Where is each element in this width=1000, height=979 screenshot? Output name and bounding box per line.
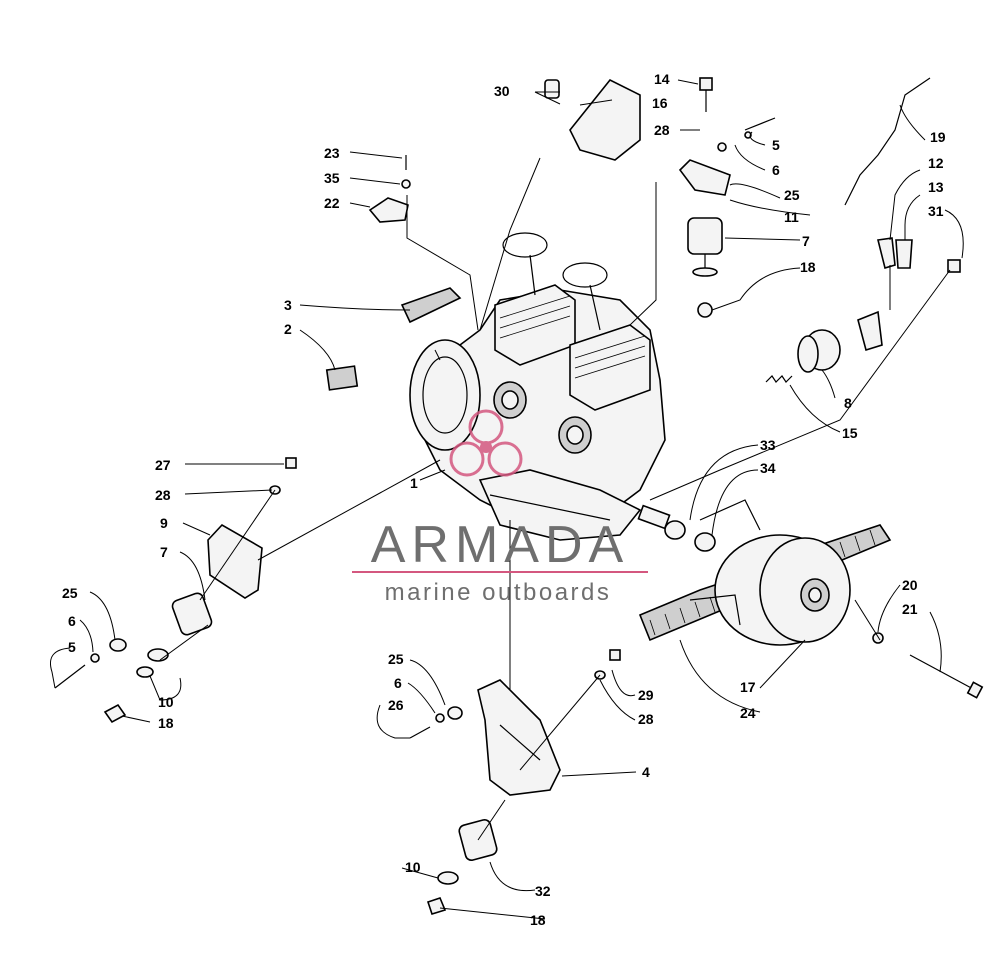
- callout-25-bottom: 25: [388, 651, 404, 667]
- callout-2: 2: [284, 321, 292, 337]
- callout-5-top: 5: [772, 137, 780, 153]
- callout-20: 20: [902, 577, 918, 593]
- callout-18-left: 18: [158, 715, 174, 731]
- callout-32: 32: [535, 883, 551, 899]
- callout-1: 1: [410, 475, 418, 491]
- callout-7-left: 7: [160, 544, 168, 560]
- callout-13: 13: [928, 179, 944, 195]
- callout-10-bottom: 10: [405, 859, 421, 875]
- callout-29: 29: [638, 687, 654, 703]
- callout-7-top: 7: [802, 233, 810, 249]
- callout-26: 26: [388, 697, 404, 713]
- clip: [544, 79, 560, 99]
- callout-labels: 30 16 14 28 5 6 25 11 7 18 19 12 13 31 8…: [62, 71, 946, 928]
- callout-16: 16: [652, 95, 668, 111]
- callout-25-top: 25: [784, 187, 800, 203]
- callout-23: 23: [324, 145, 340, 161]
- callout-14: 14: [654, 71, 670, 87]
- callout-18-bottom: 18: [530, 912, 546, 928]
- callout-22: 22: [324, 195, 340, 211]
- leader-lines: [50, 79, 964, 920]
- callout-35: 35: [324, 170, 340, 186]
- callout-25-left: 25: [62, 585, 78, 601]
- callout-15: 15: [842, 425, 858, 441]
- callout-6-top: 6: [772, 162, 780, 178]
- callout-21: 21: [902, 601, 918, 617]
- watermark-brand: ARMADA: [371, 516, 629, 574]
- cover-plate: [569, 78, 641, 161]
- callout-30: 30: [494, 83, 510, 99]
- engine-assembly: [409, 232, 671, 541]
- callout-5-left: 5: [68, 639, 76, 655]
- callout-31: 31: [928, 203, 944, 219]
- watermark: ARMADA marine outboards: [352, 409, 648, 606]
- callout-28-top: 28: [654, 122, 670, 138]
- callout-27: 27: [155, 457, 171, 473]
- callout-33: 33: [760, 437, 776, 453]
- drive-clutch: [638, 499, 892, 646]
- callout-9: 9: [160, 515, 168, 531]
- callout-17: 17: [740, 679, 756, 695]
- callout-6-left: 6: [68, 613, 76, 629]
- propeller-logo-icon: [449, 409, 523, 477]
- watermark-tagline: marine outboards: [385, 579, 612, 606]
- callout-6-bottom: 6: [394, 675, 402, 691]
- callout-18-top: 18: [800, 259, 816, 275]
- callout-28-bottom: 28: [638, 711, 654, 727]
- callout-3: 3: [284, 297, 292, 313]
- callout-10-left: 10: [158, 694, 174, 710]
- callout-8: 8: [844, 395, 852, 411]
- callout-28-left: 28: [155, 487, 171, 503]
- callout-34: 34: [760, 460, 776, 476]
- callout-11: 11: [784, 209, 799, 225]
- callout-24: 24: [740, 705, 756, 721]
- callout-12: 12: [928, 155, 944, 171]
- callout-19: 19: [930, 129, 946, 145]
- callout-4: 4: [642, 764, 650, 780]
